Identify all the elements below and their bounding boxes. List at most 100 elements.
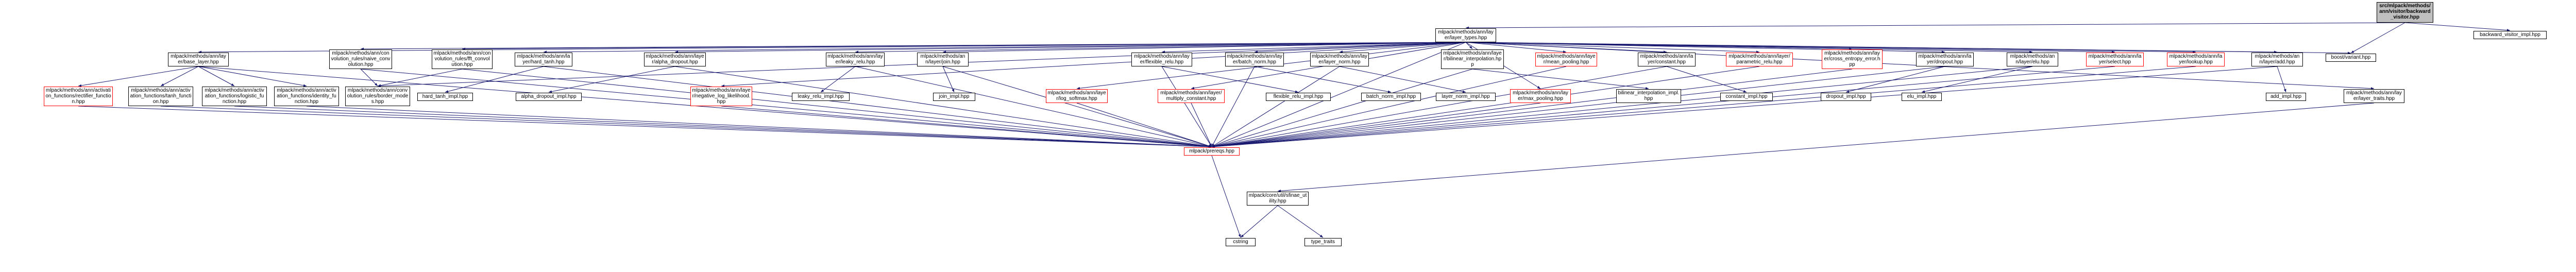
graph-node-log_softmax[interactable]: mlpack/methods/ann/layer/log_softmax.hpp [1046, 89, 1108, 103]
graph-edge-leaky_relu-to-prereqs [855, 66, 1212, 148]
graph-edge-constant-to-prereqs [1211, 66, 1667, 148]
graph-node-elu_impl[interactable]: elu_impl.hpp [1902, 93, 1942, 101]
graph-edge-layer_types-to-mean_pooling [1465, 42, 1567, 53]
graph-edge-fft_conv-to-border_modes [377, 69, 463, 87]
graph-node-join[interactable]: mlpack/methods/ann/layer/join.hpp [917, 53, 969, 66]
graph-edge-layer_types-to-leaky_relu [855, 42, 1466, 54]
graph-edge-sfinae-to-cstring [1240, 205, 1278, 238]
graph-edge-base_layer-to-identity_function [198, 66, 307, 87]
graph-node-leaky_relu[interactable]: mlpack/methods/ann/layer/leaky_relu.hpp [826, 53, 885, 66]
graph-node-alpha_dropout_impl[interactable]: alpha_dropout_impl.hpp [516, 93, 582, 101]
graph-node-batch_norm_impl[interactable]: batch_norm_impl.hpp [1361, 93, 1421, 101]
graph-node-alpha_dropout[interactable]: mlpack/methods/ann/layer/alpha_dropout.h… [644, 53, 706, 66]
graph-edge-add-to-prereqs [1211, 66, 2278, 148]
graph-node-select[interactable]: mlpack/methods/ann/layer/select.hpp [2086, 53, 2144, 66]
graph-edge-layer_types-to-prereqs [1211, 42, 1466, 147]
graph-node-base_layer[interactable]: mlpack/methods/ann/layer/base_layer.hpp [168, 53, 229, 66]
graph-edge-base_layer-to-rectifier_function [78, 66, 199, 87]
graph-node-max_pooling[interactable]: mlpack/methods/ann/layer/max_pooling.hpp [1510, 89, 1571, 103]
graph-node-layer_norm[interactable]: mlpack/methods/ann/layer/layer_norm.hpp [1310, 53, 1369, 66]
graph-node-prereqs[interactable]: mlpack/prereqs.hpp [1184, 147, 1240, 156]
graph-edge-constant-to-constant_impl [1666, 66, 1747, 93]
graph-node-hard_tanh_impl[interactable]: hard_tanh_impl.hpp [417, 93, 473, 101]
graph-node-logistic_function[interactable]: mlpack/methods/ann/activation_functions/… [202, 87, 267, 106]
graph-edge-parametric_relu-to-prereqs [1211, 66, 1760, 148]
graph-node-leaky_relu_impl[interactable]: leaky_relu_impl.hpp [792, 93, 850, 101]
graph-edge-layer_types-to-hard_tanh [543, 42, 1466, 54]
graph-edge-hard_tanh-to-hard_tanh_impl [445, 66, 544, 93]
graph-node-cross_entropy[interactable]: mlpack/methods/ann/layer/cross_entropy_e… [1822, 49, 1883, 69]
graph-edge-fft_conv-to-prereqs [462, 69, 1212, 148]
graph-edge-tanh_function-to-prereqs [160, 106, 1212, 148]
graph-node-naive_conv[interactable]: mlpack/methods/ann/convolution_rules/nai… [329, 49, 392, 69]
graph-node-multiply_constant[interactable]: mlpack/methods/ann/layer/multiply_consta… [1158, 89, 1225, 103]
graph-node-elu[interactable]: mlpack/methods/ann/layer/elu.hpp [2007, 53, 2058, 66]
graph-edge-sfinae-to-type_traits [1277, 205, 1324, 238]
graph-edge-join-to-join_impl [942, 66, 955, 93]
graph-node-lookup[interactable]: mlpack/methods/ann/layer/lookup.hpp [2167, 53, 2225, 66]
graph-node-layer_norm_impl[interactable]: layer_norm_impl.hpp [1436, 93, 1496, 101]
graph-node-flexible_relu[interactable]: mlpack/methods/ann/layer/flexible_relu.h… [1131, 53, 1192, 66]
graph-edge-root-to-bw_impl [2404, 22, 2511, 32]
graph-edge-log_softmax-to-prereqs [1076, 103, 1212, 147]
graph-edge-cross_entropy-to-prereqs [1211, 69, 1853, 148]
graph-node-bilinear_impl[interactable]: bilinear_interpolation_impl.hpp [1616, 89, 1681, 103]
graph-edge-elu-to-elu_impl [1921, 66, 2033, 93]
graph-node-fft_conv[interactable]: mlpack/methods/ann/convolution_rules/fft… [432, 49, 493, 69]
graph-node-dropout_impl[interactable]: dropout_impl.hpp [1821, 93, 1871, 101]
graph-edge-max_pooling-to-prereqs [1211, 103, 1541, 148]
graph-edge-layer_types-to-bilinear [1465, 42, 1473, 49]
graph-edge-hard_tanh-to-prereqs [543, 66, 1212, 148]
graph-node-tanh_function[interactable]: mlpack/methods/ann/activation_functions/… [128, 87, 193, 106]
graph-edge-layer_traits-to-sfinae [1277, 103, 2375, 193]
graph-node-bw_impl[interactable]: backward_visitor_impl.hpp [2473, 31, 2547, 39]
graph-edge-layer_norm-to-layer_norm_impl [1339, 66, 1466, 93]
graph-edge-layer_types-to-fft_conv [462, 42, 1466, 50]
graph-node-batch_norm[interactable]: mlpack/methods/ann/layer/batch_norm.hpp [1225, 53, 1284, 66]
graph-node-mean_pooling[interactable]: mlpack/methods/ann/layer/mean_pooling.hp… [1535, 53, 1597, 66]
graph-node-join_impl[interactable]: join_impl.hpp [933, 93, 975, 101]
graph-edge-lookup-to-prereqs [1211, 66, 2196, 148]
graph-node-flexible_relu_impl[interactable]: flexible_relu_impl.hpp [1266, 93, 1331, 101]
graph-edge-layer_types-to-join [942, 42, 1466, 54]
graph-node-sfinae[interactable]: mlpack/core/util/sfinae_utility.hpp [1247, 192, 1309, 206]
graph-node-border_modes[interactable]: mlpack/methods/ann/convolution_rules/bor… [345, 87, 410, 106]
graph-edge-join-to-prereqs [942, 66, 1212, 147]
graph-edge-naive_conv-to-prereqs [360, 69, 1212, 148]
graph-edge-layer_types-to-parametric_relu [1465, 42, 1760, 54]
graph-node-bilinear[interactable]: mlpack/methods/ann/layer/bilinear_interp… [1441, 49, 1504, 69]
graph-node-dropout[interactable]: mlpack/methods/ann/layer/dropout.hpp [1916, 53, 1974, 66]
graph-edge-layer_types-to-alpha_dropout [674, 42, 1466, 54]
graph-edge-mean_pooling-to-prereqs [1211, 66, 1567, 148]
graph-node-rectifier_function[interactable]: mlpack/methods/ann/activation_functions/… [44, 87, 113, 106]
graph-node-boost_variant[interactable]: boost/variant.hpp [2326, 54, 2376, 62]
graph-node-hard_tanh[interactable]: mlpack/methods/ann/layer/hard_tanh.hpp [515, 53, 572, 66]
graph-node-add[interactable]: mlpack/methods/ann/layer/add.hpp [2251, 53, 2303, 66]
graph-edge-multiply_constant-to-prereqs [1191, 103, 1212, 147]
graph-node-layer_types[interactable]: mlpack/methods/ann/layer/layer_types.hpp [1435, 28, 1496, 42]
graph-edge-leaky_relu-to-leaky_relu_impl [820, 66, 856, 93]
graph-node-type_traits[interactable]: type_traits [1304, 238, 1342, 246]
graph-edge-add-to-add_impl [2277, 66, 2286, 93]
graph-edge-bilinear-to-prereqs [1211, 69, 1473, 147]
graph-edge-base_layer-to-prereqs [198, 66, 1212, 148]
graph-node-constant[interactable]: mlpack/methods/ann/layer/constant.hpp [1638, 53, 1696, 66]
graph-edge-layer_types-to-boost_variant [1465, 42, 2351, 55]
graph-node-layer_traits[interactable]: mlpack/methods/ann/layer/layer_traits.hp… [2344, 89, 2404, 103]
graph-edge-bilinear-to-bilinear_impl [1472, 69, 1649, 90]
graph-node-negative_log_likelihood[interactable]: mlpack/methods/ann/layer/negative_log_li… [690, 87, 752, 106]
graph-edge-negative_log_likelihood-to-prereqs [721, 106, 1212, 148]
graph-node-constant_impl[interactable]: constant_impl.hpp [1720, 93, 1773, 101]
graph-edge-flexible_relu-to-flexible_relu_impl [1161, 66, 1299, 93]
graph-node-add_impl[interactable]: add_impl.hpp [2266, 93, 2306, 101]
graph-node-root: src/mlpack/methods/ann/visitor/backward_… [2377, 2, 2433, 23]
graph-edge-rectifier_function-to-prereqs [78, 106, 1212, 148]
graph-node-identity_function[interactable]: mlpack/methods/ann/activation_functions/… [274, 87, 339, 106]
graph-edge-layer_types-to-flexible_relu [1161, 42, 1466, 54]
graph-edge-naive_conv-to-border_modes [360, 69, 378, 87]
graph-node-parametric_relu[interactable]: mlpack/methods/ann/layer/parametric_relu… [1726, 53, 1793, 66]
graph-node-cstring[interactable]: cstring [1226, 238, 1256, 246]
graph-edge-layer_norm-to-prereqs [1211, 66, 1340, 147]
graph-edge-alpha_dropout-to-prereqs [674, 66, 1212, 148]
